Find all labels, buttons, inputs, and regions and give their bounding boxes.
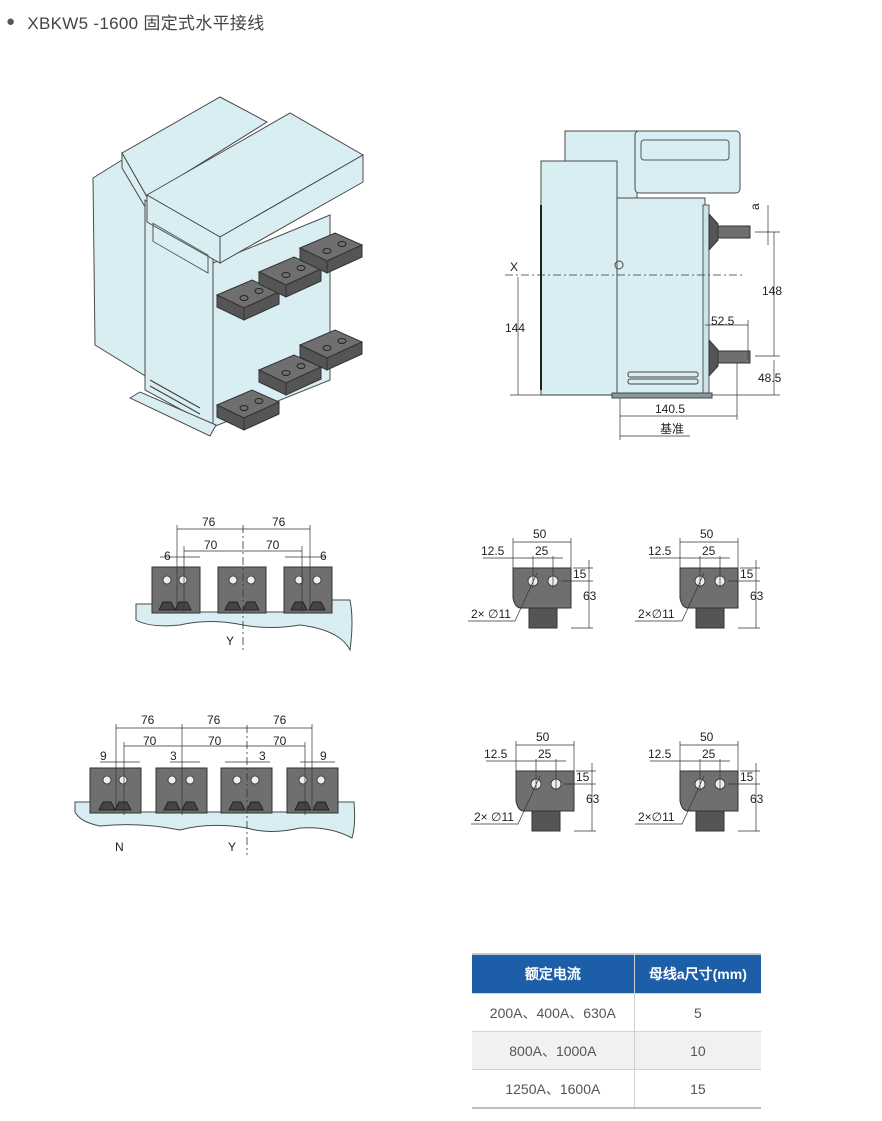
dim-width: 50 <box>700 730 714 744</box>
dim-76: 76 <box>202 515 216 529</box>
title-text: XBKW5 -1600 固定式水平接线 <box>27 14 265 33</box>
dim-76: 76 <box>272 515 286 529</box>
bullet-icon: ● <box>6 13 16 30</box>
table-header-row: 额定电流 母线a尺寸(mm) <box>472 954 761 994</box>
dim-edge: 12.5 <box>648 544 672 558</box>
page-title: ● XBKW5 -1600 固定式水平接线 <box>6 9 265 34</box>
dim-70: 70 <box>273 734 287 748</box>
dim-70: 70 <box>143 734 157 748</box>
bolt-hole <box>294 575 304 585</box>
bolt-hole <box>185 775 195 785</box>
terminal-block <box>215 279 281 321</box>
busbar-spec-table: 额定电流 母线a尺寸(mm) 200A、400A、630A 5 800A、100… <box>472 953 761 1109</box>
dim-holes: 2×∅11 <box>638 810 675 824</box>
dim-edge: 12.5 <box>484 747 508 761</box>
header-busbar-size: 母线a尺寸(mm) <box>633 954 761 994</box>
dim-edge: 12.5 <box>481 544 505 558</box>
dim-144: 144 <box>505 321 525 335</box>
bolt-hole <box>312 575 322 585</box>
isometric-view <box>92 96 365 437</box>
dim-6: 6 <box>164 549 171 563</box>
terminal-detail: 50 12.5 25 15 63 2× ∅11 <box>468 527 597 629</box>
cell-size: 15 <box>633 1069 761 1109</box>
bolt-hole <box>167 775 177 785</box>
dim-hole-offset: 15 <box>740 770 754 784</box>
bolt-hole <box>250 775 260 785</box>
front-view-4pole: 76 76 76 70 70 70 9 3 3 9 N Y <box>74 713 356 855</box>
dim-holes: 2× ∅11 <box>474 810 514 824</box>
dim-hole-offset: 15 <box>573 567 587 581</box>
cell-current: 1250A、1600A <box>472 1069 635 1109</box>
terminal-block <box>257 256 323 298</box>
dim-width: 50 <box>533 527 547 541</box>
y-axis-label: Y <box>226 634 234 648</box>
dim-edge: 12.5 <box>648 747 672 761</box>
x-axis-label: X <box>510 260 518 274</box>
terminal-block <box>215 389 281 431</box>
bolt-hole <box>246 575 256 585</box>
neutral-label: N <box>115 840 124 854</box>
terminal-details: 50 12.5 25 15 63 2× ∅11 50 12.5 25 15 63 2×∅11 50 12.… <box>468 527 764 832</box>
dim-70: 70 <box>208 734 222 748</box>
dim-width: 50 <box>700 527 714 541</box>
dim-76: 76 <box>273 713 287 727</box>
y-axis-label: Y <box>228 840 236 854</box>
dim-hole-offset: 15 <box>576 770 590 784</box>
dim-height: 63 <box>586 792 600 806</box>
dim-3: 3 <box>259 749 266 763</box>
dim-70: 70 <box>266 538 280 552</box>
bolt-hole <box>316 775 326 785</box>
terminal-detail: 50 12.5 25 15 63 2× ∅11 <box>471 730 600 832</box>
table-row: 1250A、1600A 15 <box>472 1069 761 1109</box>
dim-width: 50 <box>536 730 550 744</box>
terminal-detail: 50 12.5 25 15 63 2×∅11 <box>635 527 764 629</box>
dim-52-5: 52.5 <box>711 314 735 328</box>
bolt-hole <box>178 575 188 585</box>
dim-holes: 2× ∅11 <box>471 607 511 621</box>
bolt-hole <box>228 575 238 585</box>
dim-pitch: 25 <box>702 544 716 558</box>
a-dim-label: a <box>748 203 762 210</box>
dim-48-5: 48.5 <box>758 371 782 385</box>
dim-3: 3 <box>170 749 177 763</box>
terminal-block <box>298 329 364 371</box>
cell-size: 10 <box>633 1031 761 1070</box>
dim-148: 148 <box>762 284 782 298</box>
bolt-hole <box>298 775 308 785</box>
terminal-detail: 50 12.5 25 15 63 2×∅11 <box>635 730 764 832</box>
bolt-hole <box>162 575 172 585</box>
dim-pitch: 25 <box>702 747 716 761</box>
cell-current: 200A、400A、630A <box>472 993 635 1032</box>
bolt-hole <box>232 775 242 785</box>
bolt-hole <box>118 775 128 785</box>
table-row: 800A、1000A 10 <box>472 1031 761 1070</box>
cell-size: 5 <box>633 993 761 1032</box>
dim-6: 6 <box>320 549 327 563</box>
terminal-block <box>257 354 323 396</box>
dim-140-5: 140.5 <box>655 402 685 416</box>
front-view-3pole: 76 76 70 70 6 6 Y <box>135 515 353 652</box>
bolt-hole <box>102 775 112 785</box>
dim-9: 9 <box>320 749 327 763</box>
side-view: X a 144 148 52.5 48.5 140.5 基准 <box>505 130 782 440</box>
table-row: 200A、400A、630A 5 <box>472 993 761 1032</box>
dim-height: 63 <box>750 792 764 806</box>
dim-hole-offset: 15 <box>740 567 754 581</box>
terminal-block <box>298 232 364 274</box>
dim-70: 70 <box>204 538 218 552</box>
dim-height: 63 <box>583 589 597 603</box>
dim-9: 9 <box>100 749 107 763</box>
datum-label: 基准 <box>660 422 684 436</box>
dim-holes: 2×∅11 <box>638 607 675 621</box>
header-rated-current: 额定电流 <box>472 954 635 994</box>
cell-current: 800A、1000A <box>472 1031 635 1070</box>
dim-76: 76 <box>141 713 155 727</box>
dim-pitch: 25 <box>538 747 552 761</box>
dim-76: 76 <box>207 713 221 727</box>
dim-height: 63 <box>750 589 764 603</box>
dim-pitch: 25 <box>535 544 549 558</box>
